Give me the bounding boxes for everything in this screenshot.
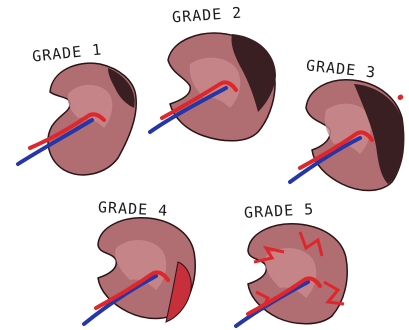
kidney-grade-3: [290, 80, 404, 191]
kidney-grade-1: [18, 63, 136, 175]
kidney-grade-2: [150, 33, 276, 141]
grade-4-label: GRADE 4: [98, 198, 169, 220]
blood-drop: [398, 95, 404, 101]
grade-5-label: GRADE 5: [244, 200, 315, 222]
kidney-grade-5: [236, 224, 347, 326]
kidney-grade-4: [84, 218, 195, 324]
